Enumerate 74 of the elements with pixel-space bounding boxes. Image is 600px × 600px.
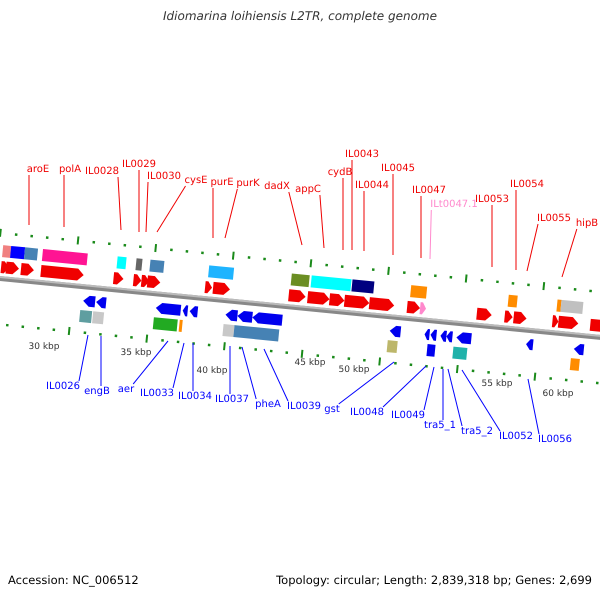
leader-line — [562, 228, 578, 278]
gene-label: IL0049 — [391, 410, 425, 421]
scale-label: 35 kbp — [120, 349, 152, 359]
leader-line — [319, 194, 324, 248]
title: Idiomarina loihiensis L2TR, complete genome — [162, 10, 438, 24]
gene-label: IL0056 — [538, 434, 572, 445]
gene-label: IL0034 — [178, 391, 212, 402]
leader-line — [342, 178, 344, 250]
gene-label: tra5_1 — [424, 420, 456, 431]
leader-line — [118, 176, 122, 230]
gene-label: IL0044 — [355, 180, 389, 191]
gene-label: IL0037 — [215, 394, 249, 405]
gene-label: aer — [118, 384, 134, 395]
gene-label: IL0039 — [287, 401, 321, 412]
leader-line — [100, 336, 102, 386]
leader-line — [442, 368, 444, 420]
leader-line — [420, 196, 422, 258]
leader-line — [28, 174, 30, 226]
gene-label: purE — [210, 177, 234, 188]
scale-label: 30 kbp — [28, 343, 60, 353]
gene-label: tra5_2 — [461, 426, 493, 437]
gene-label: pheA — [255, 399, 281, 410]
leader-line — [382, 366, 426, 408]
gene-label: IL0048 — [350, 407, 384, 418]
gene-label: IL0028 — [85, 166, 119, 177]
leader-line — [78, 334, 88, 382]
gene-label: gst — [324, 404, 340, 415]
leader-line — [172, 342, 184, 388]
gene-label: IL0053 — [475, 194, 509, 205]
gene-label: IL0055 — [537, 213, 571, 224]
leader-line — [264, 348, 288, 402]
leader-line — [448, 368, 463, 426]
footer-text: Topology: circular; Length: 2,839,318 bp; Genes: 2,699 — [276, 574, 592, 587]
leader-line — [242, 346, 257, 400]
gene-label: aroE — [26, 164, 50, 175]
gene-label: IL0026 — [46, 381, 80, 392]
scale-label: 45 kbp — [294, 359, 326, 369]
scale-label: 50 kbp — [338, 366, 370, 376]
leader-line — [424, 366, 434, 410]
gene-label: hipB — [576, 218, 598, 229]
leader-line — [192, 342, 194, 392]
scale-label: 40 kbp — [196, 367, 228, 377]
gene-label: dadX — [264, 181, 290, 192]
gene-label: polA — [58, 164, 82, 175]
gene-label: IL0029 — [122, 159, 156, 170]
gene-label: engB — [84, 386, 110, 397]
leader-line — [212, 188, 214, 238]
gene-label: IL0030 — [147, 171, 181, 182]
gene-label: IL0054 — [510, 179, 544, 190]
gene-label: cydB — [328, 167, 352, 178]
gene-label: IL0052 — [499, 431, 533, 442]
gene-label: purK — [236, 178, 260, 189]
leader-line — [138, 170, 140, 232]
leader-line — [430, 210, 432, 260]
scale-label: 55 kbp — [482, 380, 512, 390]
leader-line — [526, 224, 538, 272]
gene-label: IL0045 — [381, 163, 415, 174]
gene-label: IL0043 — [345, 149, 379, 160]
leader-line — [224, 188, 238, 238]
leader-line — [132, 340, 168, 384]
leader-line — [338, 362, 394, 404]
leader-line — [156, 186, 186, 232]
gene-label: appC — [295, 184, 321, 195]
leader-line — [288, 192, 302, 246]
leader-line — [528, 378, 540, 434]
leader-line — [146, 182, 148, 232]
gene-label: IL0033 — [140, 388, 174, 399]
footer-text: Accession: NC_006512 — [8, 574, 139, 587]
gene-label: ILt0047.1 — [430, 199, 478, 210]
scale-label: 60 kbp — [542, 390, 574, 400]
leader-line — [392, 174, 394, 256]
leader-line — [462, 370, 500, 432]
gene-label: cysE — [184, 175, 208, 186]
gene-label: IL0047 — [412, 185, 446, 196]
